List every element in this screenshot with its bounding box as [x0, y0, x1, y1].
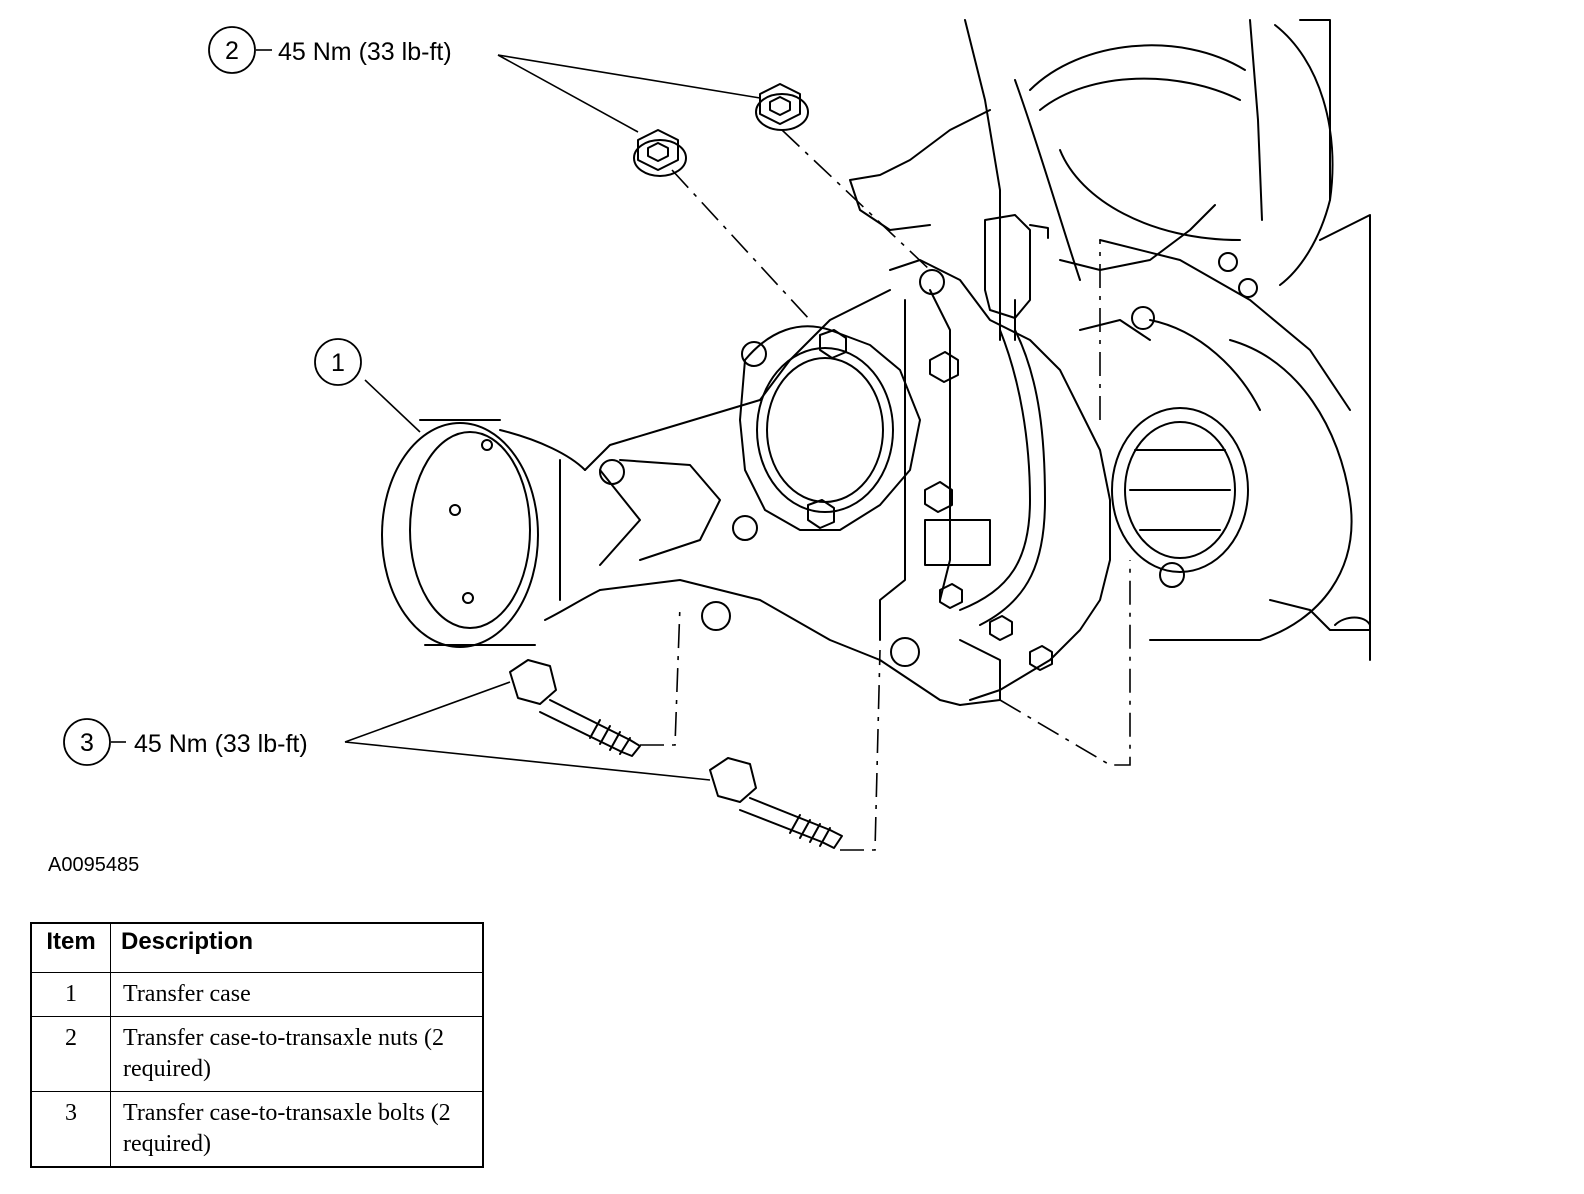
callout-1: 1 [314, 338, 362, 386]
transaxle-housing [849, 19, 1371, 661]
bolt-upper [509, 659, 641, 757]
leader-lines [111, 49, 761, 781]
bolt-lower [709, 757, 843, 849]
legend-row-item: 1 [30, 972, 111, 1017]
legend-header-description: Description [110, 922, 484, 973]
legend-header-row: Item Description [30, 922, 484, 973]
callout-3-circle [63, 718, 111, 766]
nut-upper [755, 83, 809, 131]
callout-1-number: 1 [331, 349, 345, 377]
legend-row: 2 Transfer case-to-transaxle nuts (2 req… [30, 1016, 484, 1092]
callout-3-torque: 45 Nm (33 lb-ft) [134, 730, 308, 758]
legend-row-description: Transfer case-to-transaxle bolts (2 requ… [110, 1091, 484, 1168]
callout-3-number: 3 [80, 729, 94, 757]
legend-row: 1 Transfer case [30, 972, 484, 1017]
callout-2-circle [208, 26, 256, 74]
legend-row-item: 2 [30, 1016, 111, 1092]
callout-2-number: 2 [225, 37, 239, 65]
callout-2: 2 45 Nm (33 lb-ft) [208, 26, 452, 74]
figure-id: A0095485 [48, 854, 140, 876]
transfer-case-body [381, 214, 1111, 706]
callout-3: 3 45 Nm (33 lb-ft) [63, 718, 308, 766]
legend-table: Item Description 1 Transfer case 2 Trans… [30, 922, 484, 1168]
callout-2-torque: 45 Nm (33 lb-ft) [278, 38, 452, 66]
nut-lower [633, 129, 687, 177]
transfer-case-drawing: 2 45 Nm (33 lb-ft) 1 3 45 Nm (33 lb-ft) [63, 19, 1371, 851]
legend-row: 3 Transfer case-to-transaxle bolts (2 re… [30, 1091, 484, 1168]
legend-header-item: Item [30, 922, 111, 973]
legend-row-description: Transfer case [110, 972, 484, 1017]
callout-1-circle [314, 338, 362, 386]
installation-lines [640, 129, 1131, 851]
legend-row-item: 3 [30, 1091, 111, 1168]
legend-row-description: Transfer case-to-transaxle nuts (2 requi… [110, 1016, 484, 1092]
